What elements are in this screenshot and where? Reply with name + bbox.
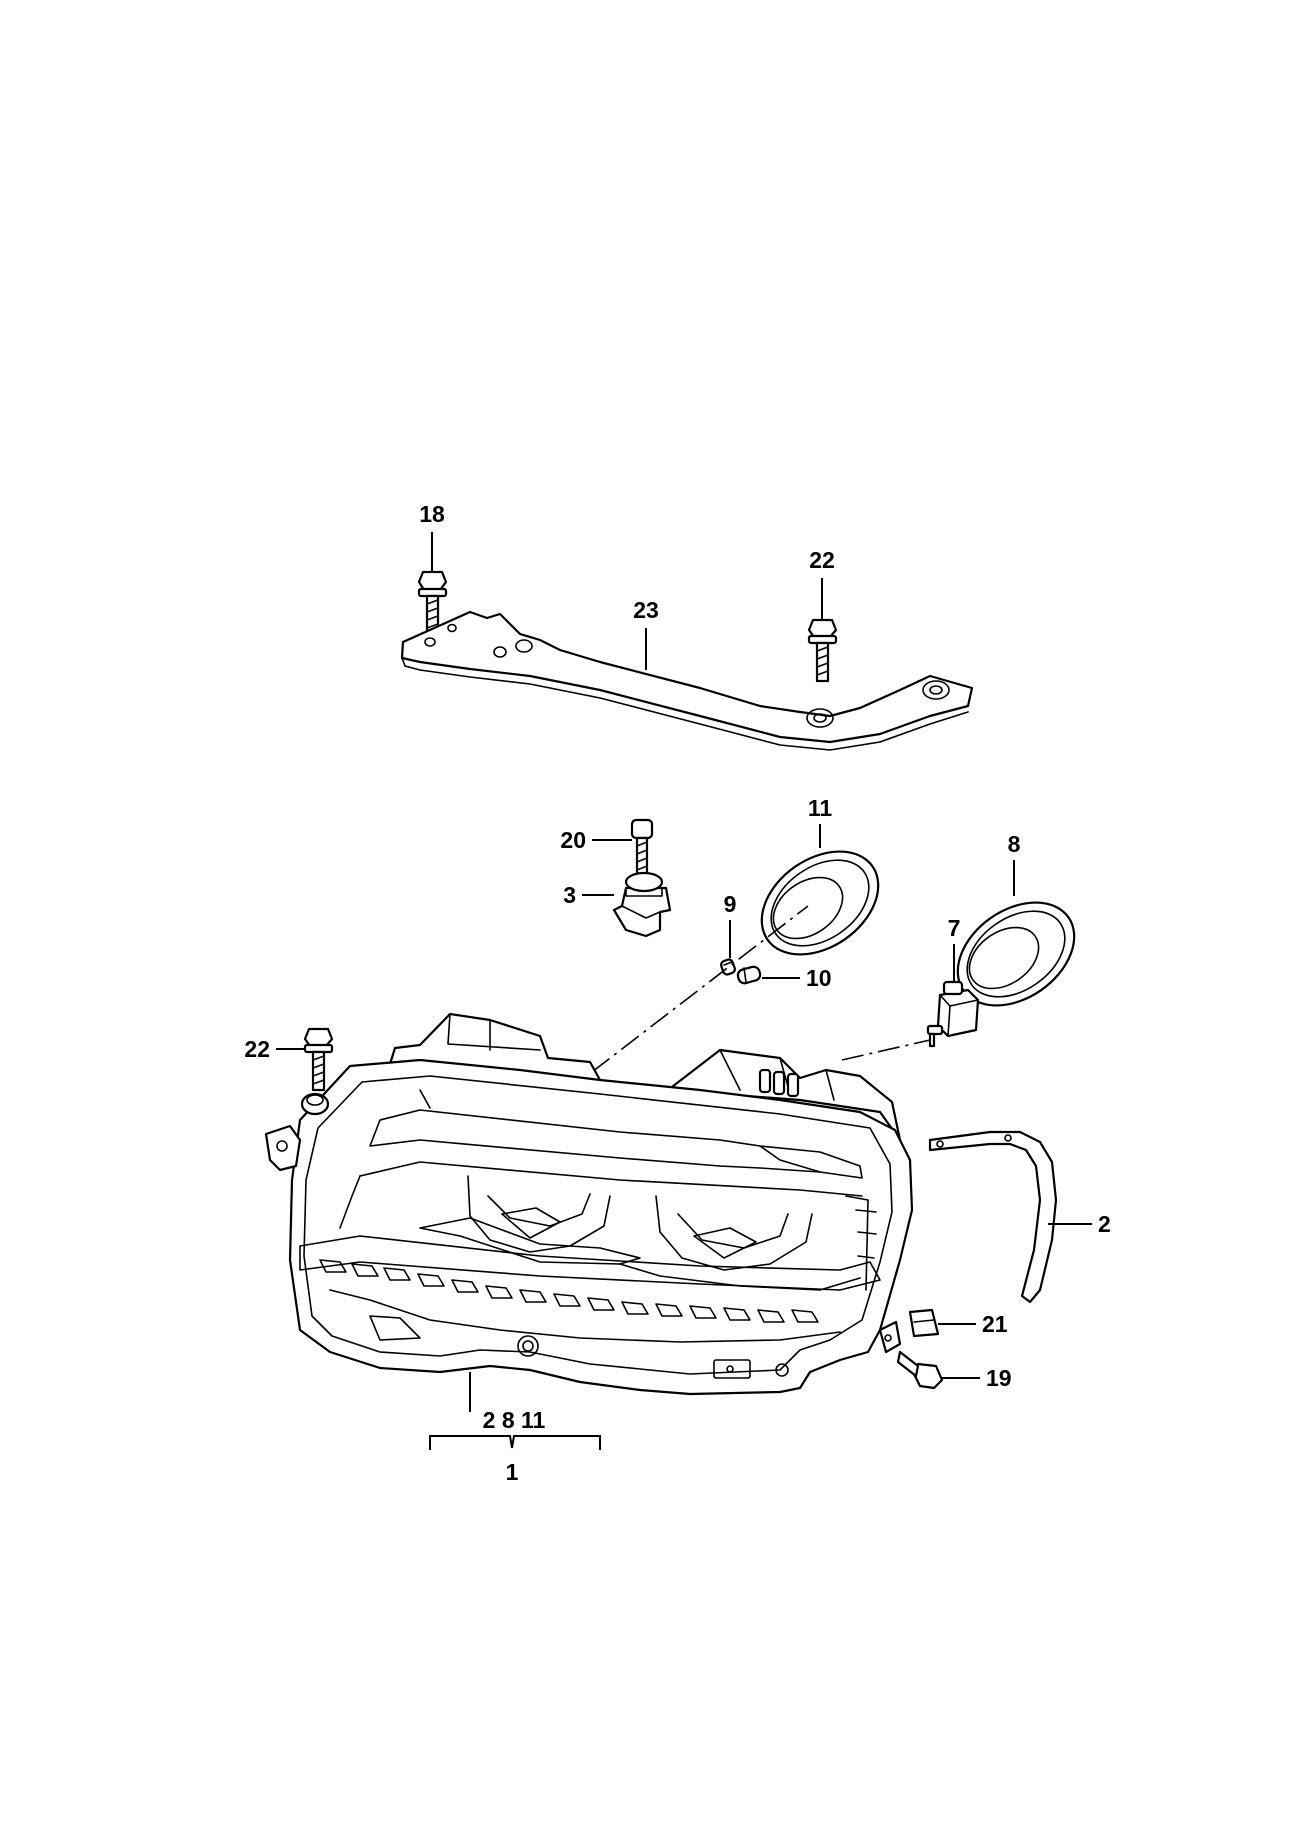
callout-9: 9	[724, 891, 737, 917]
bushing-left	[300, 1092, 330, 1116]
assembly-line-11	[591, 905, 809, 1073]
callout-7: 7	[948, 915, 961, 941]
bulb-10	[736, 965, 762, 985]
callout-23: 23	[633, 597, 659, 623]
screw-19	[896, 1350, 944, 1390]
bolt-22-left	[303, 1027, 334, 1092]
callout-20: 20	[560, 827, 586, 853]
bulb-9	[719, 958, 737, 976]
bracket-23	[400, 610, 974, 751]
callout-18: 18	[419, 501, 445, 527]
clip-21	[908, 1308, 940, 1338]
bolt-18	[417, 570, 448, 636]
callouts: 18 22 23 11 8 20 3 9 10 7 22 2 21 19 2 8…	[244, 501, 1110, 1485]
cap-8	[956, 901, 1076, 1007]
callout-22-left: 22	[244, 1036, 270, 1062]
callout-1: 1	[506, 1459, 519, 1485]
led-strip	[319, 1259, 819, 1323]
seal-strip-2	[928, 1130, 1058, 1304]
callout-19: 19	[986, 1365, 1012, 1391]
cap-11	[760, 850, 880, 956]
callout-22-top: 22	[809, 547, 835, 573]
callout-group-2-8-11: 2 8 11	[483, 1407, 546, 1433]
callout-10: 10	[806, 965, 832, 991]
callout-3: 3	[563, 882, 576, 908]
actuator-7	[926, 980, 980, 1048]
adjuster-3	[612, 871, 672, 938]
leader-lines	[276, 532, 1092, 1450]
callout-2: 2	[1098, 1211, 1111, 1237]
callout-21: 21	[982, 1311, 1008, 1337]
callout-11: 11	[808, 795, 833, 821]
assembly-line-7	[841, 1039, 931, 1061]
bolt-22-top	[807, 618, 838, 683]
headlight-assembly-1	[264, 1012, 914, 1396]
screw-20	[630, 818, 654, 878]
callout-8: 8	[1008, 831, 1021, 857]
